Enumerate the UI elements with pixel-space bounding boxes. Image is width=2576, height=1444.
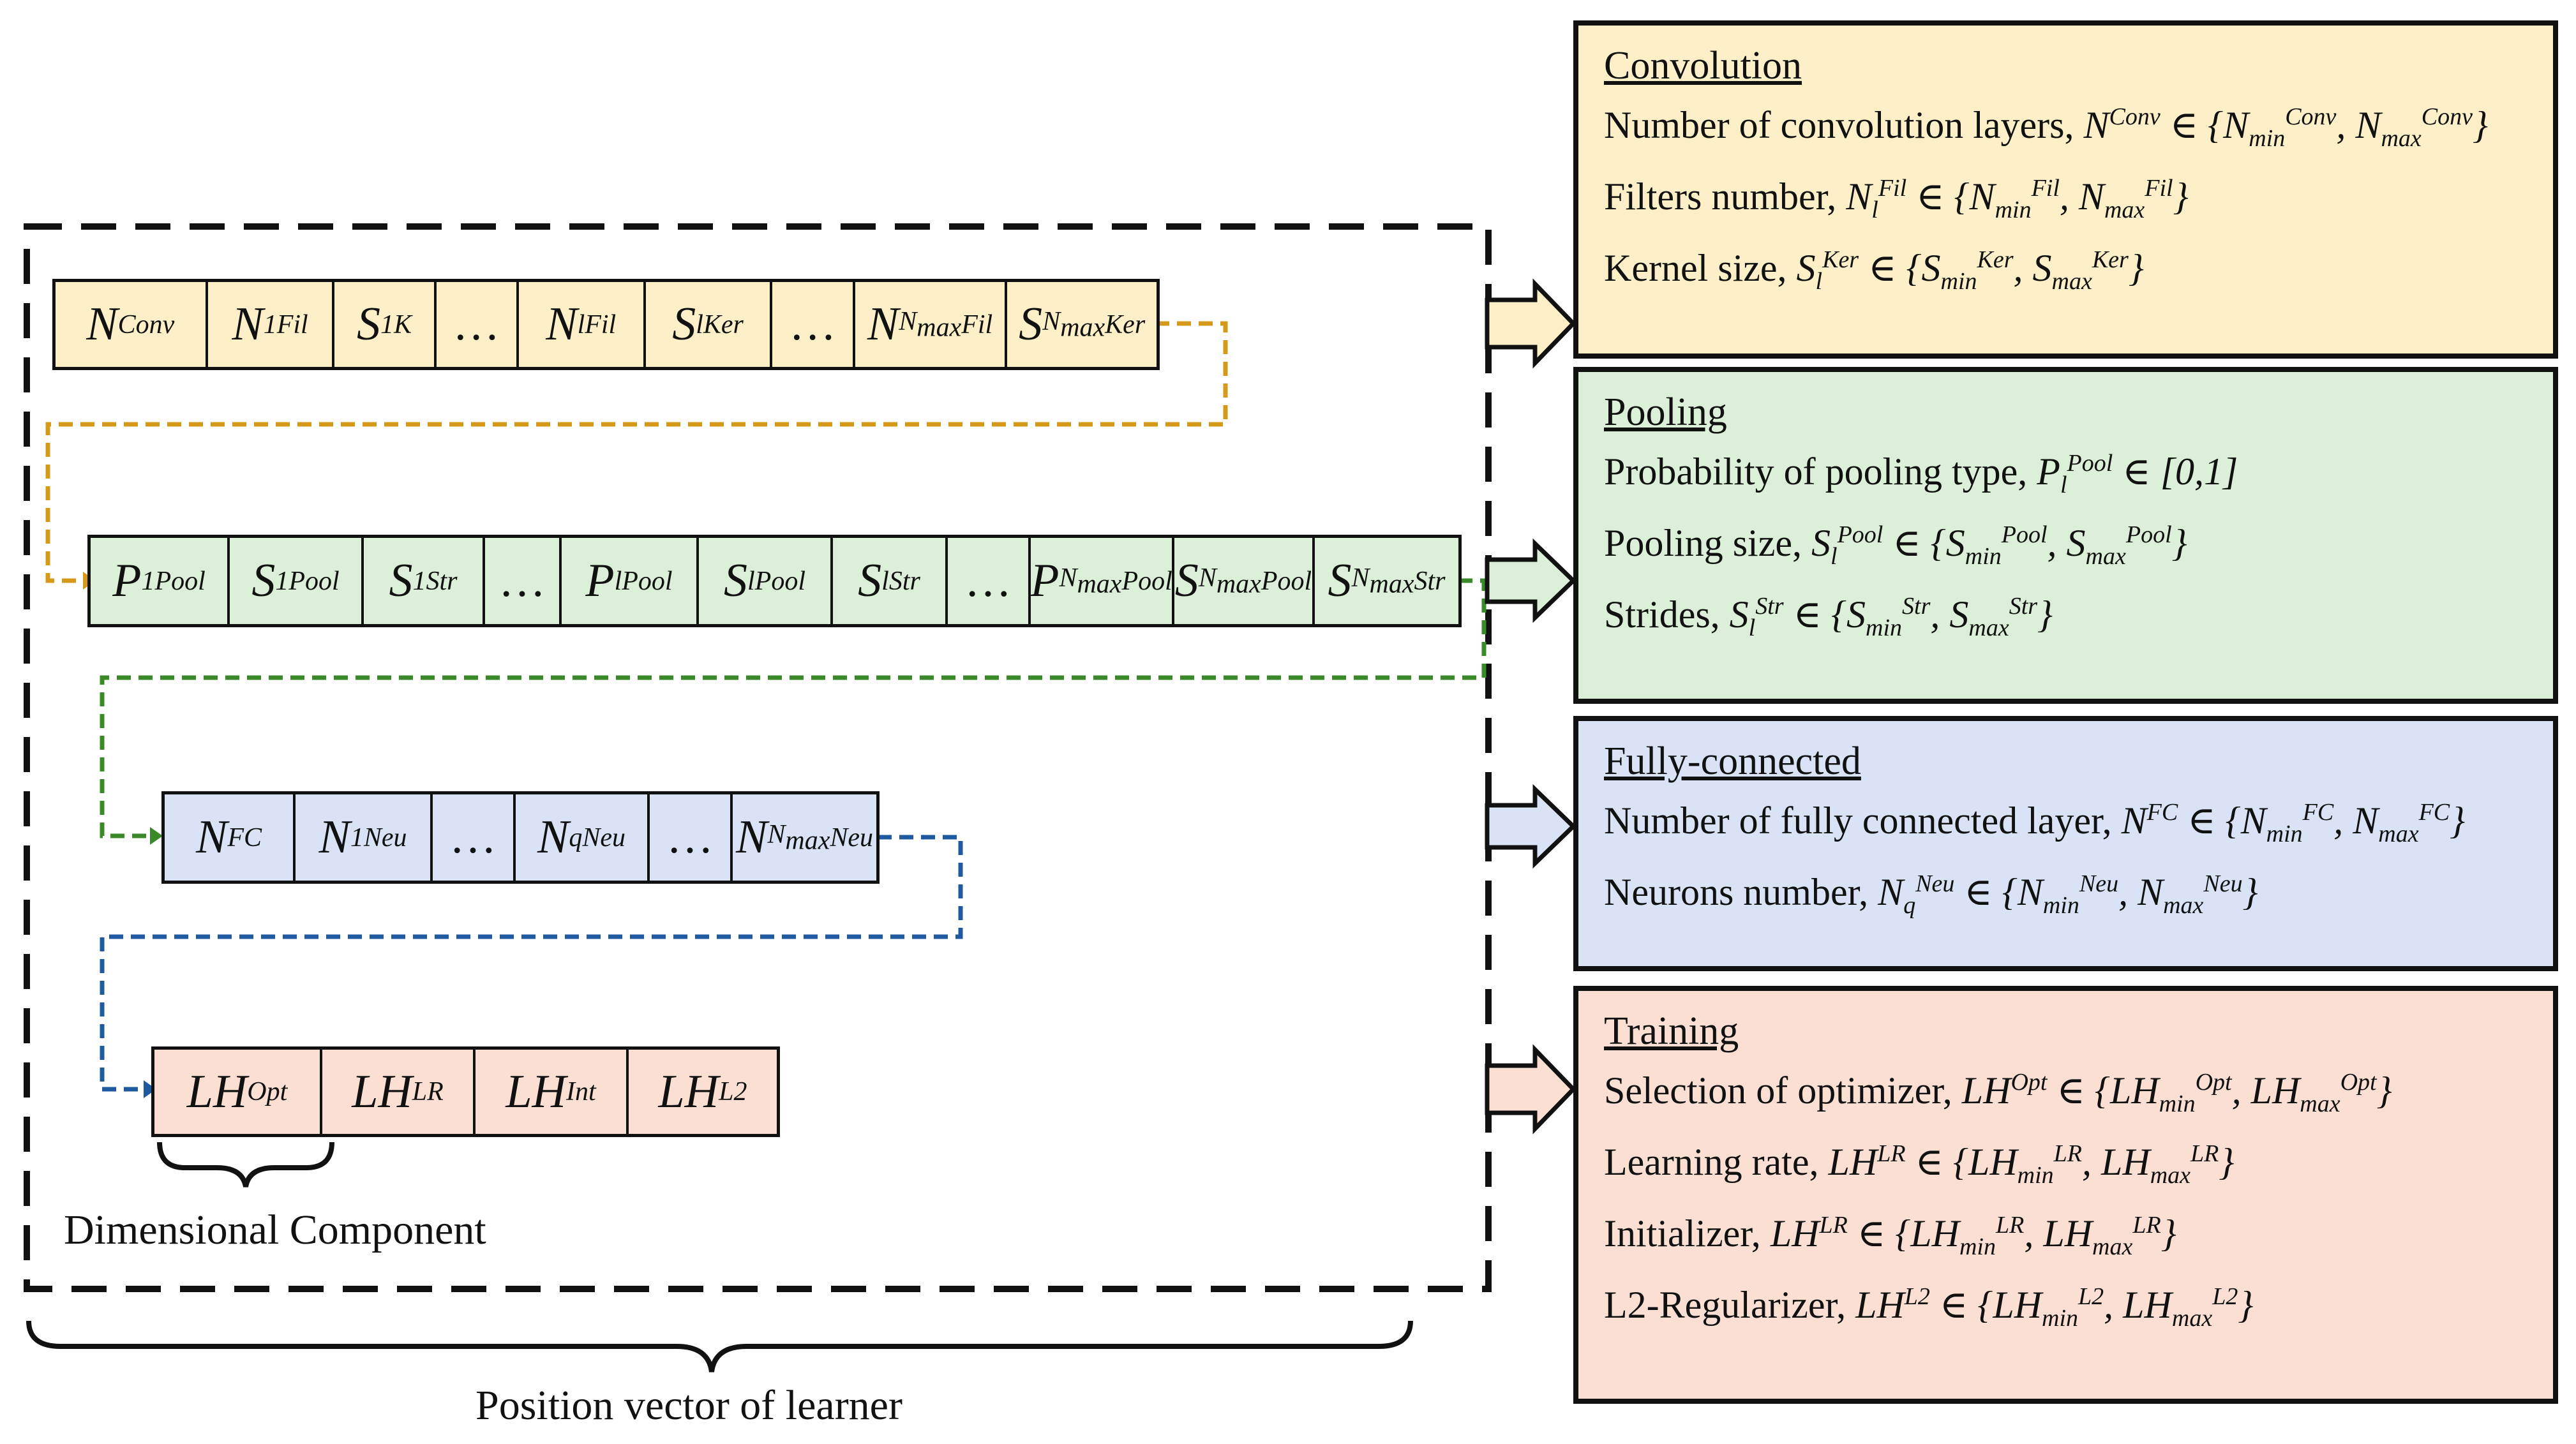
training-panel: Training Selection of optimizer, LHOpt ∈… xyxy=(1573,986,2558,1404)
panel-title: Convolution xyxy=(1604,44,1802,87)
panel-title: Pooling xyxy=(1604,391,1727,434)
panel-line: L2-Regularizer, LHL2 ∈ {LHminL2, LHmaxL2… xyxy=(1604,1283,2254,1332)
cell-dots: … xyxy=(772,282,855,367)
panel-line: Number of fully connected layer, NFC ∈ {… xyxy=(1604,799,2466,847)
fc-block-arrow xyxy=(1485,784,1577,869)
panel-line: Neurons number, NqNeu ∈ {NminNeu, NmaxNe… xyxy=(1604,870,2258,919)
panel-line: Number of convolution layers, NConv ∈ {N… xyxy=(1604,103,2488,152)
conv-pool-connector xyxy=(45,321,1228,583)
panel-line: Probability of pooling type, PlPool ∈ [0… xyxy=(1604,450,2238,498)
pool-fc-connector xyxy=(100,578,1486,838)
conv-block-arrow xyxy=(1485,278,1576,369)
position-vector-brace xyxy=(26,1320,1413,1373)
panel-line: Strides, SlStr ∈ {SminStr, SmaxStr} xyxy=(1604,593,2053,641)
panel-line: Filters number, NlFil ∈ {NminFil, NmaxFi… xyxy=(1604,175,2189,223)
pool-block-arrow xyxy=(1485,538,1577,623)
panel-line: Pooling size, SlPool ∈ {SminPool, SmaxPo… xyxy=(1604,521,2187,570)
panel-line: Learning rate, LHLR ∈ {LHminLR, LHmaxLR} xyxy=(1604,1140,2235,1189)
fully-connected-panel: Fully-connected Number of fully connecte… xyxy=(1573,716,2558,971)
pooling-panel: Pooling Probability of pooling type, PlP… xyxy=(1573,367,2558,704)
panel-title: Training xyxy=(1604,1009,1739,1053)
position-vector-frame xyxy=(24,223,1492,1292)
cell-dots: … xyxy=(650,794,733,881)
dimensional-component-label: Dimensional Component xyxy=(64,1207,486,1253)
fc-train-connector xyxy=(100,835,963,1092)
cell-dots: … xyxy=(436,282,519,367)
panel-line: Initializer, LHLR ∈ {LHminLR, LHmaxLR} xyxy=(1604,1212,2176,1260)
panel-title: Fully-connected xyxy=(1604,740,1861,783)
fc-train-arrowhead xyxy=(144,1080,156,1098)
cell-dots: … xyxy=(948,538,1031,624)
position-vector-label: Position vector of learner xyxy=(476,1382,902,1429)
pool-fc-arrowhead xyxy=(150,827,163,845)
cell-dots: … xyxy=(485,538,562,624)
cell-dots: … xyxy=(433,794,516,881)
dimensional-component-brace xyxy=(157,1142,334,1187)
train-block-arrow xyxy=(1485,1044,1576,1135)
convolution-panel: Convolution Number of convolution layers… xyxy=(1573,20,2558,359)
panel-line: Kernel size, SlKer ∈ {SminKer, SmaxKer} xyxy=(1604,246,2144,295)
panel-line: Selection of optimizer, LHOpt ∈ {LHminOp… xyxy=(1604,1069,2392,1117)
